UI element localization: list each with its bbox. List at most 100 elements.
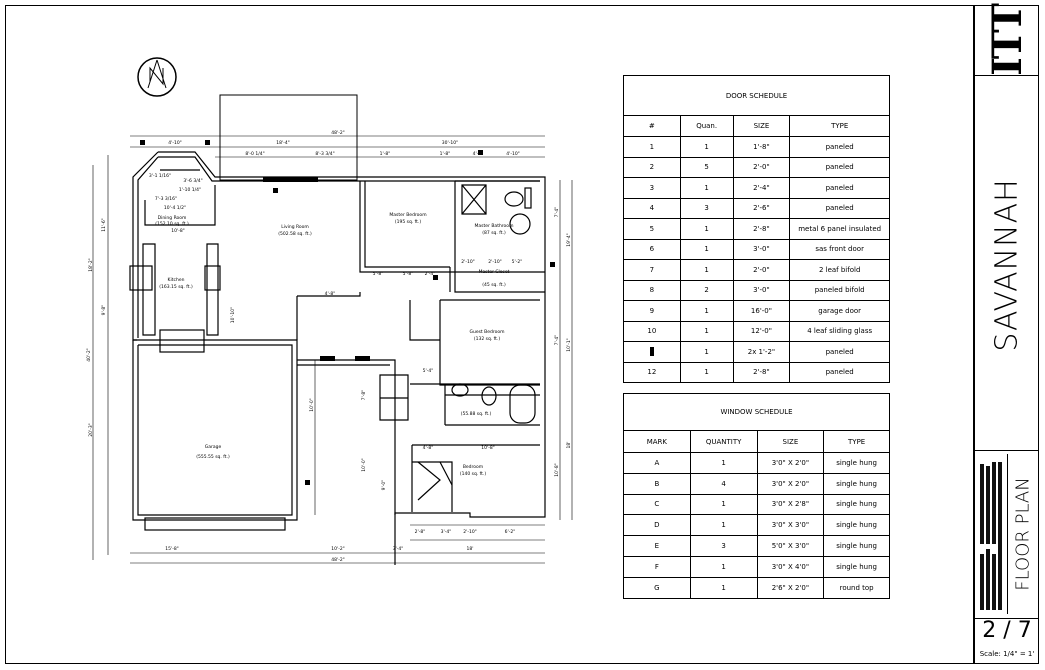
room-area: (132 sq. ft.)	[474, 336, 501, 342]
dim-text: 11'-6"	[101, 218, 107, 232]
sheet-number: 2 / 7	[982, 618, 1032, 643]
table-cell: 1	[679, 320, 734, 342]
table-cell: 2x 1'-2"	[732, 341, 791, 363]
table-cell: 1'-8"	[732, 136, 791, 158]
table-cell: 12'-0"	[732, 320, 791, 342]
dim-text: 5'-4"	[423, 368, 434, 374]
dimension-labels: 48'-2" 4'-10" 18'-4" 30'-10" 8'-0 1/4" 8…	[86, 130, 572, 563]
table-cell: 1	[679, 218, 734, 240]
dim-text: 10'-10"	[230, 307, 236, 323]
dim-text: 5'-2"	[512, 259, 523, 265]
logo: ITT	[975, 5, 1039, 76]
table-cell: 1	[679, 341, 734, 363]
room-name: Dining Room	[158, 215, 187, 221]
dim-text: 10'-4 1/2"	[164, 205, 186, 211]
table-cell: 1	[689, 555, 758, 578]
dim-text: 7'-4"	[554, 335, 560, 346]
walls	[129, 151, 546, 565]
room-name: Garage	[205, 444, 222, 450]
dimension-ticks	[140, 140, 555, 485]
north-arrow	[137, 57, 177, 97]
dim-text: 18'-2"	[88, 258, 94, 272]
table-cell: single hung	[823, 514, 890, 537]
dim-text: 9'-0"	[381, 480, 387, 491]
dim-text: 2'-4"	[425, 271, 436, 277]
drawing-frame	[5, 5, 1039, 664]
table-cell: 3'-0"	[732, 238, 791, 260]
table-cell: metal 6 panel insulated	[789, 218, 890, 240]
dim-text: 10'-0"	[309, 398, 315, 412]
table-cell: paneled	[789, 361, 890, 383]
table-cell: single hung	[823, 452, 890, 474]
dim-text: 10'-0"	[361, 458, 367, 472]
table-cell: round top	[823, 576, 890, 599]
table-cell: 1	[679, 361, 734, 383]
dim-text: 3'-4"	[393, 546, 404, 552]
table-cell: 5'0" X 3'0"	[756, 535, 825, 557]
dim-text: 2'-10"	[488, 259, 502, 265]
table-cell: paneled	[789, 197, 890, 219]
table-cell: single hung	[823, 472, 890, 495]
dim-text: 2'-10"	[461, 259, 475, 265]
dim-text: 8'-3 3/4"	[315, 151, 334, 157]
table-cell: 6	[623, 238, 681, 260]
window-schedule-title: WINDOW SCHEDULE	[623, 393, 890, 431]
dim-text: 30'-10"	[442, 140, 458, 146]
dim-text: 4'-8"	[325, 291, 336, 297]
table-cell: G	[623, 576, 691, 599]
table-cell: paneled	[789, 177, 890, 199]
table-cell: 1	[689, 493, 758, 516]
room-name: Living Room	[281, 224, 309, 230]
windows	[263, 177, 370, 361]
table-cell: 7	[623, 259, 681, 281]
dim-text: 4'-8"	[423, 445, 434, 451]
table-cell: 3'-0"	[732, 279, 791, 301]
table-cell: 2'-8"	[732, 218, 791, 240]
table-cell: 2'-4"	[732, 177, 791, 199]
table-cell: 1	[623, 136, 681, 158]
info-panel: FLOOR PLAN	[975, 450, 1039, 619]
table-cell: 2	[679, 279, 734, 301]
logo-text: ITT	[983, 4, 1031, 76]
table-cell: 5	[679, 156, 734, 178]
table-cell: B	[623, 472, 691, 495]
credits-block	[977, 454, 1008, 614]
column-header: Quan.	[679, 115, 734, 137]
room-area: (163.15 sq. ft.)	[159, 284, 193, 290]
dim-text: 10'-8"	[171, 228, 185, 234]
table-cell: 3	[689, 535, 758, 557]
table-cell: 1	[679, 177, 734, 199]
table-cell: D	[623, 514, 691, 537]
table-cell: F	[623, 555, 691, 578]
column-header: SIZE	[756, 430, 825, 453]
dim-text: 20'-3"	[88, 423, 94, 437]
dim-text: 3'-6 3/4"	[183, 178, 202, 184]
window-schedule: WINDOW SCHEDULE MARK QUANTITY SIZE TYPE …	[623, 393, 890, 599]
column-header: #	[623, 115, 681, 137]
table-cell: single hung	[823, 555, 890, 578]
column-header: QUANTITY	[689, 430, 758, 453]
dim-text: 48'-2"	[331, 130, 345, 136]
table-cell: paneled	[789, 156, 890, 178]
table-cell: 2	[623, 156, 681, 178]
room-area: (195 sq. ft.)	[395, 219, 422, 225]
dim-text: 4'-10"	[506, 151, 520, 157]
table-cell: 12	[623, 361, 681, 383]
table-cell: 2 leaf bifold	[789, 259, 890, 281]
table-cell: 5	[623, 218, 681, 240]
dimension-lines	[92, 135, 573, 564]
table-cell: 1	[679, 259, 734, 281]
